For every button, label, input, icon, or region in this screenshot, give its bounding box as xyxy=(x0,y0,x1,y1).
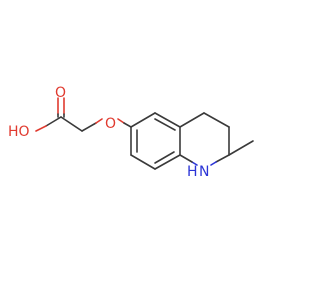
o-aryl-bond xyxy=(123,122,132,128)
acid-c-oh-bond xyxy=(45,116,62,127)
amine-hydrogen-label: H xyxy=(187,164,198,180)
sat-ring-bond-5-n xyxy=(191,161,198,166)
sat-ring-bond-2 xyxy=(203,112,230,128)
ring-inner-bond-1 xyxy=(154,118,176,131)
acid-c-oh-bond-red xyxy=(35,125,47,132)
acid-c-ch2-bond xyxy=(60,116,83,132)
ring-bond-4 xyxy=(154,154,181,170)
structure-diagram: O HO O N H xyxy=(8,85,254,180)
ether-oxygen-label: O xyxy=(105,116,116,132)
carbonyl-oxygen-label: O xyxy=(55,85,66,101)
sat-ring-bond-4-n xyxy=(210,161,217,166)
hydroxyl-label: HO xyxy=(8,124,30,140)
ring-bond-5 xyxy=(130,154,156,170)
sat-ring-bond-5 xyxy=(179,154,193,163)
o-aryl-bond-red xyxy=(117,118,125,124)
molecule-canvas: O HO O N H xyxy=(8,85,254,180)
methyl-bond xyxy=(228,140,254,156)
ch2-o-bond xyxy=(81,122,97,132)
sat-ring-bond-1 xyxy=(179,112,205,128)
ring-bond-2 xyxy=(154,112,181,128)
ring-inner-bond-2 xyxy=(154,151,175,164)
sat-ring-bond-4 xyxy=(215,154,230,163)
amine-nitrogen-label: N xyxy=(199,164,209,180)
ch2-o-bond-red xyxy=(95,118,103,124)
ring-bond-1 xyxy=(130,112,156,128)
